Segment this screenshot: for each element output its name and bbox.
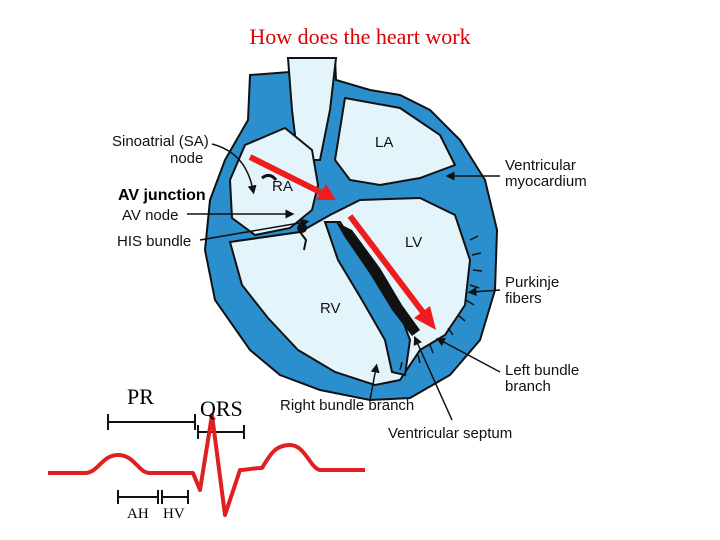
bundle-branch-dark bbox=[336, 222, 420, 336]
ra-label: RA bbox=[272, 178, 293, 195]
purkinje-fibers bbox=[399, 235, 483, 371]
aorta bbox=[286, 57, 338, 161]
conduction-arrows bbox=[248, 154, 436, 330]
left-bundle-branch-label-line1: Left bundle bbox=[505, 362, 579, 379]
av-node bbox=[297, 223, 307, 233]
diagram-title: How does the heart work bbox=[249, 24, 471, 49]
ventricular-conduction-arrow bbox=[347, 214, 428, 317]
leader-lines bbox=[187, 143, 501, 421]
right-bundle-branch-label: Right bundle branch bbox=[280, 397, 414, 414]
purkinje-fibers-label-line1: Purkinje bbox=[505, 274, 559, 291]
ventricular-myocardium-label-line2: myocardium bbox=[505, 173, 587, 190]
his-bundle-label: HIS bundle bbox=[117, 233, 191, 250]
la-label: LA bbox=[375, 134, 393, 151]
ventricular-myocardium-label-line1: Ventricular bbox=[505, 157, 576, 174]
left-atrium-chamber bbox=[333, 96, 457, 187]
left-bundle-branch-label-line2: branch bbox=[505, 378, 551, 395]
av-junction-label: AV junction bbox=[118, 187, 206, 204]
ecg-trace bbox=[48, 413, 365, 517]
qrs-label: QRS bbox=[200, 396, 243, 421]
ah-label: AH bbox=[127, 506, 149, 522]
lv-label: LV bbox=[405, 234, 422, 251]
ventricular-septum-label: Ventricular septum bbox=[388, 425, 512, 442]
sa-node-label-line1: Sinoatrial (SA) bbox=[112, 133, 209, 150]
ecg-interval-bars bbox=[107, 414, 245, 504]
av-node-label: AV node bbox=[122, 207, 178, 224]
purkinje-fibers-label-line2: fibers bbox=[505, 290, 542, 307]
rv-label: RV bbox=[320, 300, 341, 317]
sa-node bbox=[261, 173, 278, 181]
atrial-conduction-arrow bbox=[248, 154, 324, 196]
hv-label: HV bbox=[163, 506, 185, 522]
sa-node-label-line2: node bbox=[170, 150, 203, 167]
pr-label: PR bbox=[127, 384, 154, 409]
